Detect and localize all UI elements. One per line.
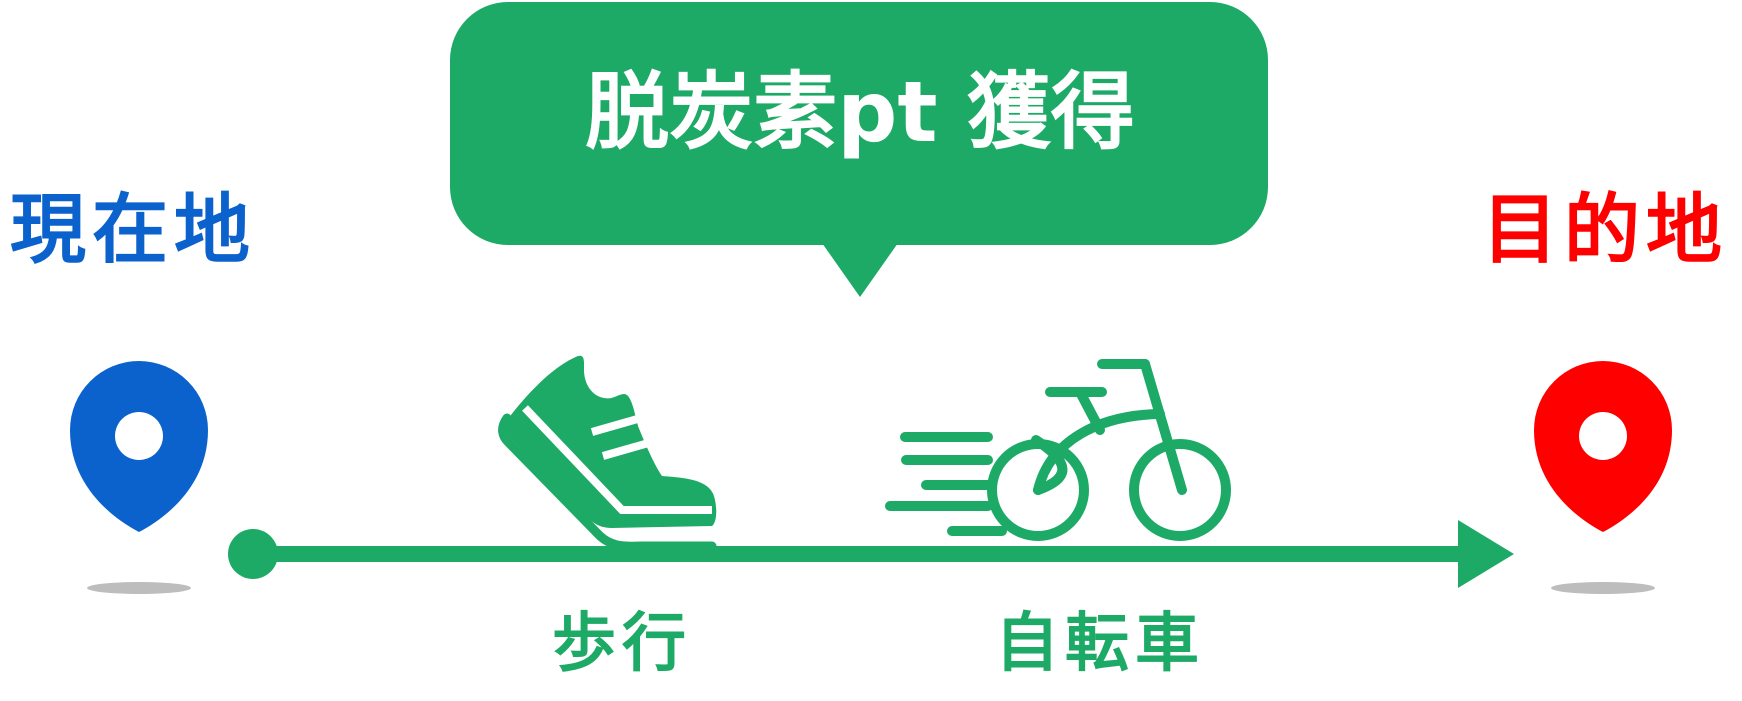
callout-text: 脱炭素pt 獲得 [585,63,1135,161]
sneaker-icon [498,355,717,551]
bicycle-mode-label: 自転車 [995,607,1205,681]
destination-label: 目的地 [1482,185,1728,274]
route-arrow-icon [228,520,1514,588]
origin-pin-icon [70,361,208,594]
callout-bubble [450,2,1268,297]
bicycle-icon [885,359,1231,541]
destination-pin-icon [1534,361,1672,594]
walk-mode-label: 歩行 [552,607,692,681]
origin-label: 現在地 [10,185,256,274]
